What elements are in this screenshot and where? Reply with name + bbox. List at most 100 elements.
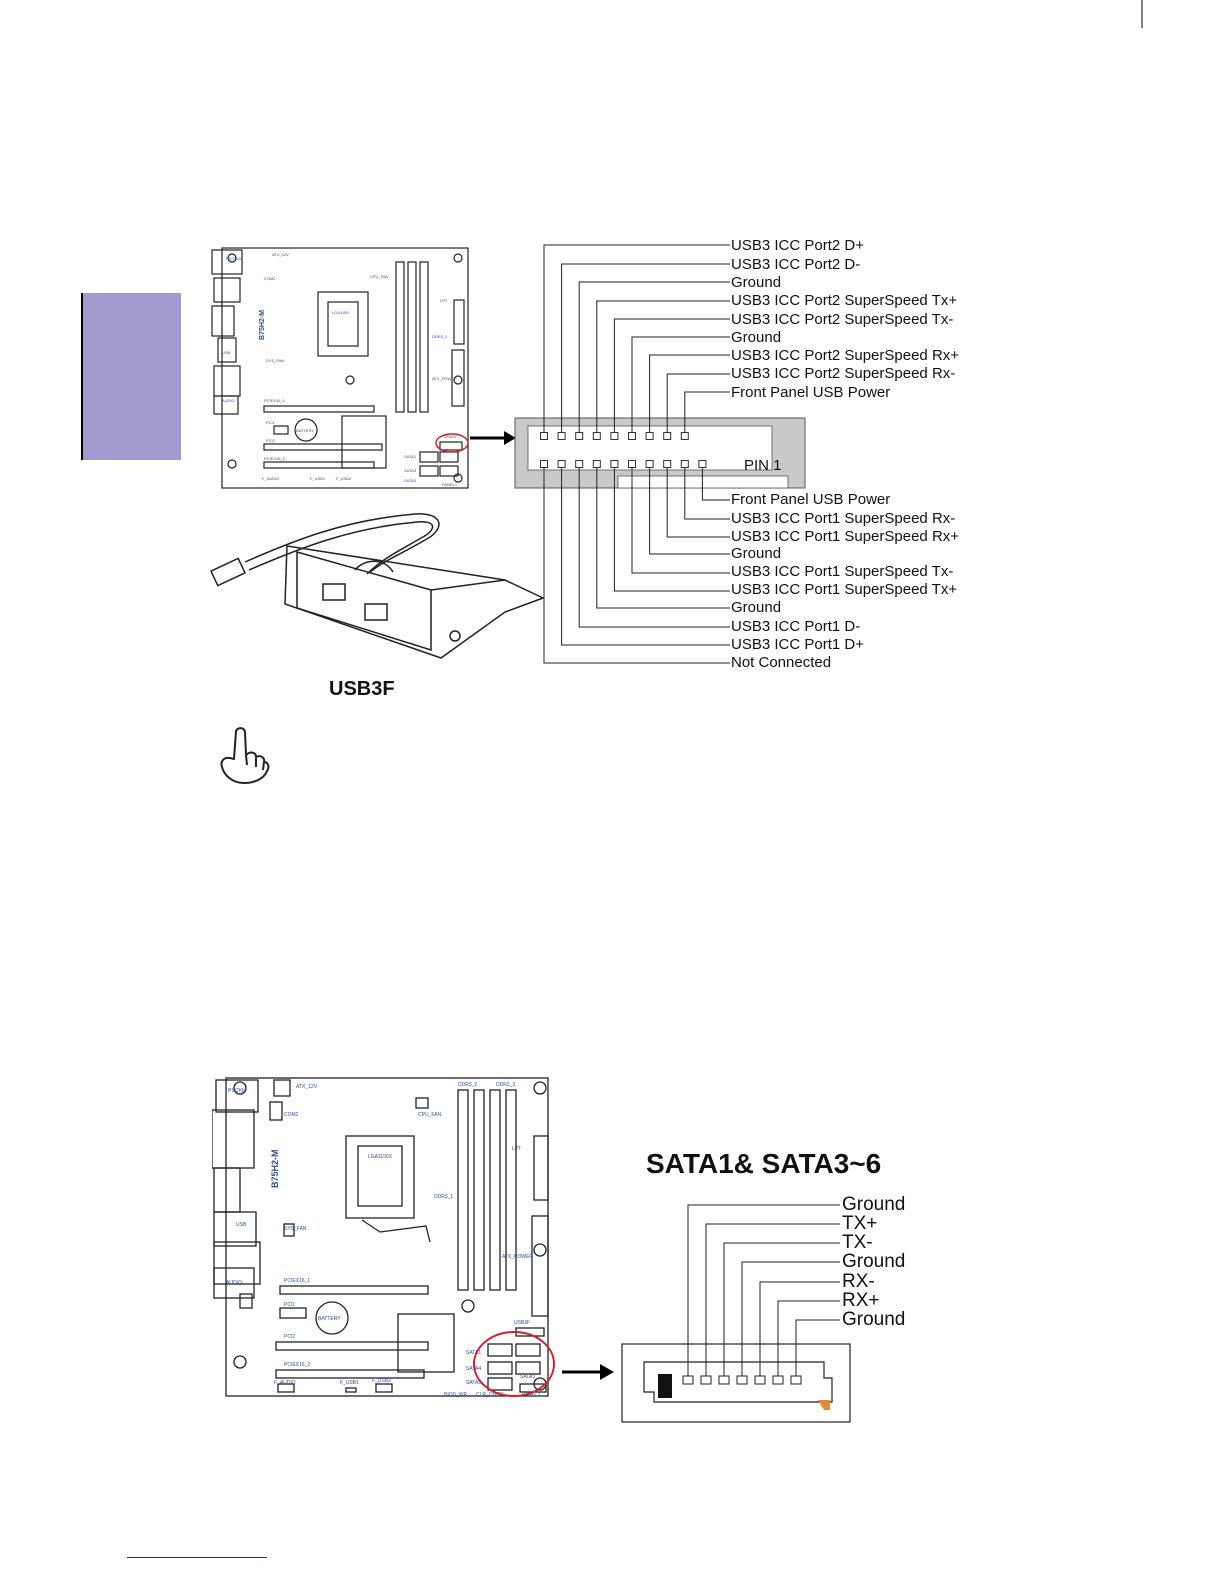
usb3f-pin-label: USB3 ICC Port1 D+ <box>731 636 864 653</box>
board1-sysfan-label: SYS_FAN <box>266 358 284 363</box>
sata-pin-label: Ground <box>842 1251 906 1272</box>
sata-pin <box>754 1375 766 1385</box>
board1-cpufan-label: CPU_FAN <box>370 274 389 279</box>
usb3f-pin <box>592 460 601 468</box>
board1-atx12-label: ATX_12V <box>272 252 289 257</box>
usb3f-leader-line <box>561 263 730 432</box>
sata-pin <box>682 1375 694 1385</box>
usb3f-pin <box>698 460 707 468</box>
sata-leader-line <box>777 1300 840 1376</box>
usb3f-pin <box>610 460 619 468</box>
sata-leader-line <box>705 1223 840 1376</box>
board1-atxpower-label: ATX_POWER <box>432 376 457 381</box>
sata-highlight-circle <box>473 1331 555 1397</box>
board2-sata5-label: SATA5 <box>466 1380 481 1386</box>
usb3f-leader-line <box>684 468 730 520</box>
board2-pciex16-2-label: PCIEX16_2 <box>284 1362 310 1368</box>
board1-fusb2-label: F_USB2 <box>336 476 352 481</box>
sata-pin-array <box>682 1204 840 1385</box>
usb3f-pin-label: USB3 ICC Port1 D- <box>731 618 861 635</box>
usb3f-pin <box>645 432 654 440</box>
usb3f-pin <box>575 432 584 440</box>
sata-connector-shell <box>643 1361 833 1403</box>
arrow-right-icon <box>562 1364 614 1380</box>
usb3f-pin-label: Ground <box>731 274 782 291</box>
footer-rule <box>127 1557 267 1558</box>
board2-com-label: COM2 <box>284 1112 299 1118</box>
usb3f-header-pinout-diagram <box>514 244 806 664</box>
board1-battery-label: BATTERY <box>296 428 314 433</box>
usb3f-leader-line <box>649 354 730 432</box>
board1-pciex16-2-label: PCIEX16_2 <box>264 456 286 461</box>
usb3f-leader-line <box>578 468 730 628</box>
usb3f-caption: USB3F <box>329 678 395 700</box>
board2-usb3f-label: USB3F <box>514 1320 530 1326</box>
usb3f-pin-label: USB3 ICC Port1 SuperSpeed Tx+ <box>731 581 958 598</box>
usb3f-pin <box>557 460 566 468</box>
usb3f-pin <box>680 460 689 468</box>
sata-pin <box>790 1375 802 1385</box>
sata-corner-marker <box>818 1400 830 1410</box>
pin1-label: PIN 1 <box>744 457 782 474</box>
board2-sata3-label: SATA3 <box>520 1374 535 1380</box>
sata-title: SATA1& SATA3~6 <box>646 1148 882 1179</box>
usb3f-leader-line <box>613 468 730 592</box>
usb3f-leader-line <box>543 468 730 664</box>
sata-pin-label: TX+ <box>842 1213 878 1234</box>
sata-key <box>658 1374 672 1398</box>
board1-ps2-label: PS/2KM <box>226 256 241 261</box>
board1-faudio-label: F_AUDIO <box>262 476 279 481</box>
usb3f-pin-label: Ground <box>731 545 782 562</box>
usb3f-pin-label: Ground <box>731 329 782 346</box>
board1-usb-label: USB <box>222 350 231 355</box>
board2-atxpower-label: ATX_POWER <box>502 1254 533 1260</box>
usb3f-leader-line <box>613 318 730 432</box>
motherboard-diagram-sata: PS/2KM ATX_12V COM2 CPU_FAN DDR3_2 DDR3_… <box>212 1077 555 1398</box>
sata-pin-label: Ground <box>842 1309 906 1330</box>
sata-pin <box>718 1375 730 1385</box>
board2-pci2-label: PCI2 <box>284 1334 295 1340</box>
usb3f-pin-array <box>540 432 707 468</box>
usb3f-pin <box>628 432 636 440</box>
usb3f-pin-label: USB3 ICC Port1 SuperSpeed Rx- <box>731 510 956 527</box>
board1-com-label: COM2 <box>264 276 276 281</box>
usb3f-pin <box>610 432 619 440</box>
pointing-hand-icon <box>220 727 270 784</box>
sata-pin-label: TX- <box>842 1232 873 1253</box>
board1-audio-label: AUDIO <box>222 398 235 403</box>
usb3f-leader-line <box>649 468 730 555</box>
usb3f-highlight-circle <box>435 433 469 453</box>
usb3f-leader-line <box>631 468 730 574</box>
sata-pin <box>772 1375 784 1385</box>
sata-leader-line <box>759 1281 840 1376</box>
board2-lpt-label: LPT <box>512 1146 521 1152</box>
motherboard-diagram-usb3: PS/2KM ATX_12V COM2 CPU_FAN DDR3_1 LPT A… <box>211 247 469 489</box>
board2-usb-label: USB <box>236 1222 247 1228</box>
board2-ddr3-1-label: DDR3_1 <box>434 1194 453 1200</box>
board2-audio-label: AUDIO <box>226 1280 242 1286</box>
board2-panel-label: PANEL1 <box>522 1392 541 1398</box>
usb3f-leader-line <box>666 373 730 432</box>
usb3f-pin <box>592 432 601 440</box>
board2-fusb2-label: F_USB2 <box>372 1378 391 1384</box>
board2-sata1-label: SATA1 <box>466 1350 481 1356</box>
board1-usb3f-label: USB3F <box>444 434 457 439</box>
sata-pin-label: RX+ <box>842 1290 880 1311</box>
usb3f-leader-line <box>543 244 730 432</box>
usb3f-leader-line <box>666 468 730 538</box>
board1-sata4-label: SATA4 <box>404 478 417 483</box>
usb3f-pin-label: USB3 ICC Port1 SuperSpeed Tx- <box>731 563 954 580</box>
usb3f-pin-label: USB3 ICC Port1 SuperSpeed Rx+ <box>731 528 960 545</box>
usb3-front-bracket-illustration <box>210 513 545 659</box>
board2-pciex16-1-label: PCIEX16_1 <box>284 1278 310 1284</box>
board2-battery-label: BATTERY <box>318 1316 341 1322</box>
usb3f-pin-label: Not Connected <box>731 654 832 671</box>
usb3f-pin <box>628 460 636 468</box>
board1-fusb1-label: F_USB1 <box>310 476 326 481</box>
board1-lpt-label: LPT <box>440 298 448 303</box>
sata-connector-outer <box>621 1343 851 1423</box>
board2-ddr3-3-label: DDR3_3 <box>496 1082 515 1088</box>
usb3f-pin <box>663 432 672 440</box>
usb3f-pin <box>645 460 654 468</box>
board2-bioswp-label: BIOS_WP <box>444 1392 467 1398</box>
